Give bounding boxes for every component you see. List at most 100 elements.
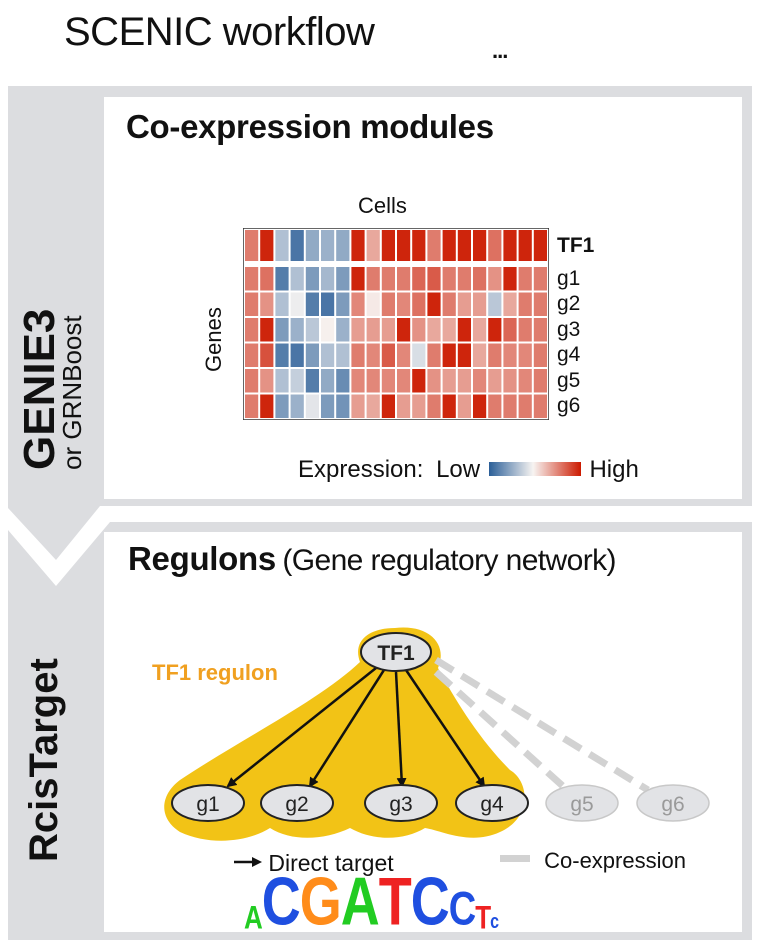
heatmap-cell — [412, 318, 426, 342]
heatmap-cell — [503, 230, 517, 261]
row-label-g5: g5 — [557, 368, 581, 392]
heatmap-cell — [412, 343, 426, 367]
heatmap-cell — [245, 267, 259, 291]
regulons-title: Regulons — [128, 540, 276, 577]
heatmap-cell — [321, 343, 335, 367]
heatmap-cell — [442, 369, 456, 393]
heatmap-cell — [245, 369, 259, 393]
heatmap-cell — [321, 394, 335, 418]
arrow-icon — [234, 846, 262, 867]
row-label-g3: g3 — [557, 317, 581, 341]
row-label-g6: g6 — [557, 394, 581, 418]
heatmap-cell — [336, 343, 350, 367]
direct-edge-g1 — [226, 667, 377, 788]
heatmap-cell — [351, 267, 365, 291]
heatmap-cell — [503, 343, 517, 367]
heatmap-cell — [290, 267, 304, 291]
motif-letter: C — [448, 883, 476, 937]
regulons-heading: Regulons (Gene regulatory network) — [128, 540, 616, 578]
heatmap-cell — [275, 230, 289, 261]
heatmap-cell — [381, 343, 395, 367]
heatmap-cell — [275, 343, 289, 367]
heatmap-cell — [412, 230, 426, 261]
heatmap-xlabel: Cells — [358, 193, 407, 218]
motif-letter: G — [299, 864, 342, 940]
heatmap-cell — [336, 394, 350, 418]
heatmap-cell — [518, 230, 532, 261]
heatmap-cell — [366, 292, 380, 316]
row-label-g2: g2 — [557, 292, 581, 316]
heatmap-cell — [381, 369, 395, 393]
heatmap-cell — [305, 318, 319, 342]
heatmap-cell — [336, 369, 350, 393]
heatmap-cell — [305, 267, 319, 291]
heatmap-cell — [533, 369, 547, 393]
heatmap-cell — [275, 267, 289, 291]
node-g2: g2 — [260, 784, 334, 822]
heatmap-cell — [488, 369, 502, 393]
heatmap-cell — [427, 369, 441, 393]
heatmap-cell — [457, 267, 471, 291]
heatmap-cell — [488, 230, 502, 261]
heatmap-cell — [260, 343, 274, 367]
heatmap-cell — [518, 394, 532, 418]
node-tf1-label: TF1 — [377, 642, 415, 665]
coexpression-heading: Co-expression modules — [126, 108, 494, 145]
heatmap-cell — [275, 394, 289, 418]
heatmap-cell — [351, 369, 365, 393]
legend-coexpression: Co-expression — [500, 848, 686, 874]
heatmap-cell — [397, 343, 411, 367]
row-label-g1: g1 — [557, 266, 581, 290]
heatmap-cell — [275, 318, 289, 342]
heatmap-cell — [533, 343, 547, 367]
heatmap-cell — [366, 394, 380, 418]
node-g2-label: g2 — [285, 793, 308, 816]
heatmap-cell — [503, 267, 517, 291]
node-g6-label: g6 — [661, 793, 684, 816]
heatmap-cell — [473, 394, 487, 418]
motif-letter: A — [244, 898, 263, 936]
heatmap-cell — [442, 267, 456, 291]
heatmap-cell — [503, 318, 517, 342]
heatmap-cell — [366, 230, 380, 261]
legend-gradient-bar — [488, 462, 581, 476]
node-g6: g6 — [636, 784, 710, 822]
motif-letter: C — [261, 864, 301, 940]
heatmap-cell — [260, 318, 274, 342]
heatmap-cell — [381, 267, 395, 291]
heatmap-cell — [533, 230, 547, 261]
motif-letter: C — [410, 864, 450, 940]
heatmap-cell — [442, 230, 456, 261]
heatmap-cell — [260, 292, 274, 316]
more-indicator: ... — [492, 38, 508, 63]
heatmap-cell — [488, 343, 502, 367]
heatmap-cell — [503, 369, 517, 393]
node-g1: g1 — [171, 784, 245, 822]
heatmap-cell — [518, 318, 532, 342]
heatmap-cell — [321, 230, 335, 261]
heatmap-cell — [366, 267, 380, 291]
heatmap-cell — [518, 369, 532, 393]
legend-low: Low — [436, 456, 481, 483]
heatmap-cell — [290, 394, 304, 418]
heatmap-cell — [290, 369, 304, 393]
heatmap-cell — [427, 230, 441, 261]
heatmap-cell — [427, 267, 441, 291]
node-g5: g5 — [545, 784, 619, 822]
legend-high: High — [589, 456, 639, 483]
heatmap-cell — [336, 292, 350, 316]
heatmap-cell — [412, 267, 426, 291]
legend-label: Expression: — [298, 456, 424, 483]
heatmap-cell — [245, 230, 259, 261]
heatmap-cell — [427, 394, 441, 418]
heatmap-cell — [275, 369, 289, 393]
heatmap-cell — [427, 292, 441, 316]
heatmap-cell — [427, 343, 441, 367]
heatmap-cell — [397, 394, 411, 418]
heatmap-cell — [412, 292, 426, 316]
expression-legend: Expression: Low High — [298, 456, 639, 484]
heatmap-cell — [351, 343, 365, 367]
heatmap-cell — [518, 292, 532, 316]
heatmap-cell — [260, 230, 274, 261]
heatmap-cell — [305, 292, 319, 316]
